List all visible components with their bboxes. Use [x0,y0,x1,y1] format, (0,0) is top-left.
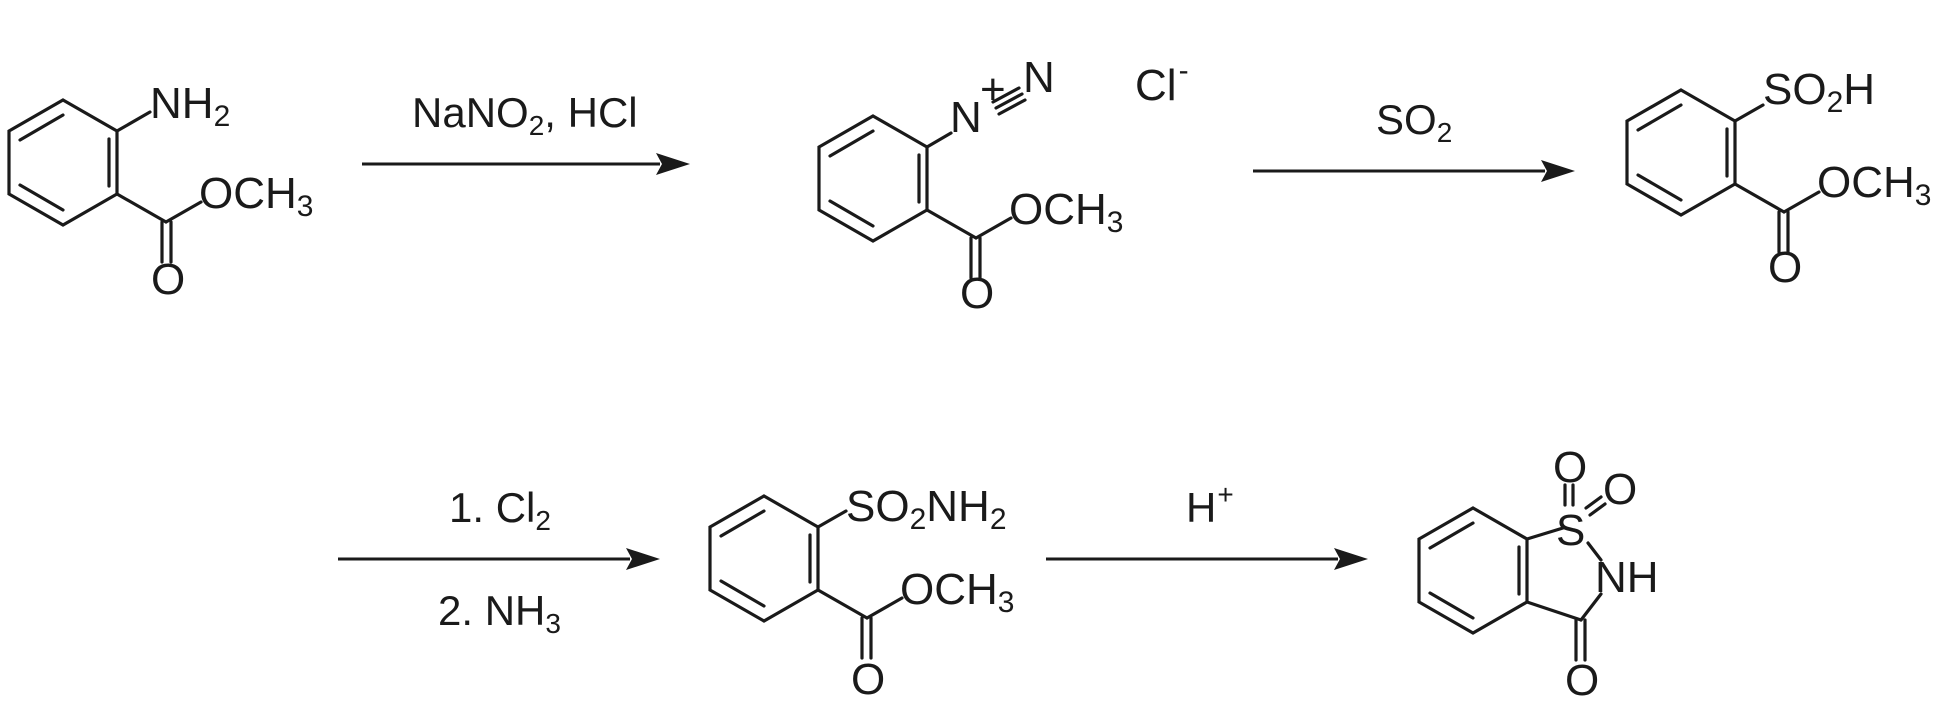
bond-nitrogen-carbon [1579,592,1603,622]
molecule-diazonium-salt: N + N Cl- OCH3 O [817,53,1189,318]
bond-amine [115,110,152,133]
reaction-arrow-1: NaNO2, HCl [362,89,690,175]
bond-triple-n [997,98,1027,116]
bond-ester-carbon [925,208,978,240]
benzene-ring [7,98,119,227]
benzene-ring [708,494,820,623]
bond-sulfonyl-o-right [1584,495,1603,510]
amine-label: NH2 [150,79,230,133]
molecule-sulfinic-acid-ester: SO2H OCH3 O [1625,65,1931,292]
reaction-arrow-4: H+ [1046,479,1368,570]
bond-ester-carbon [1733,182,1786,214]
bond-ester-oxygen [1782,190,1821,214]
bond-ester-oxygen [865,596,904,620]
bond-ester-carbon [816,588,869,620]
bond-sulfur [1733,103,1765,123]
reagent-acid: H+ [1186,479,1234,531]
reaction-arrow-3: 1. Cl2 2. NH3 [338,484,660,639]
chloride-counterion-label: Cl- [1135,54,1189,110]
diazonium-n1-label: N [950,93,982,142]
sulfinic-acid-label: SO2H [1763,65,1875,119]
bond-sulfur [816,509,848,529]
ester-label: OCH3 [199,169,313,223]
benzene-ring [817,114,929,243]
bond-ester-carbon [115,192,168,224]
carbonyl-oxygen-label: O [151,255,185,304]
carbonyl-oxygen-label: O [851,655,885,704]
bond-triple-n [991,86,1021,104]
benzene-ring [1625,88,1737,217]
saccharin-sulfonyl-oxygen-left: O [1553,443,1587,492]
bond-diazo [925,131,953,149]
sulfonamide-label: SO2NH2 [846,482,1007,536]
saccharin-sulfur-label: S [1556,506,1585,555]
ester-label: OCH3 [900,565,1014,619]
molecule-methyl-anthranilate: NH2 OCH3 O [7,79,313,304]
carbonyl-oxygen-label: O [960,269,994,318]
diazonium-n2-label: N [1023,53,1055,102]
ester-label: OCH3 [1009,185,1123,239]
carbonyl-oxygen-label: O [1768,243,1802,292]
bond-ester-oxygen [164,200,203,224]
molecule-sulfonamide-ester: SO2NH2 OCH3 O [708,482,1014,704]
bond-carbonyl-ring [1525,600,1583,622]
bond-ester-oxygen [974,216,1013,240]
benzene-ring [1417,506,1529,635]
reagent-chlorine: 1. Cl2 [449,484,551,536]
reagent-sulfur-dioxide: SO2 [1376,96,1452,148]
bond-sulfonyl-o-right [1588,502,1607,517]
ester-label: OCH3 [1817,158,1931,212]
reagent-sodium-nitrite-hcl: NaNO2, HCl [412,89,638,141]
bond-ring-sulfur [1525,526,1565,541]
reaction-arrow-2: SO2 [1253,96,1575,182]
diazonium-charge-label: + [980,65,1006,114]
bond-triple-n [994,92,1024,110]
reagent-ammonia: 2. NH3 [438,587,561,639]
bond-sulfur-nitrogen [1586,541,1603,562]
saccharin-nh-label: NH [1595,553,1659,602]
saccharin-carbonyl-oxygen: O [1565,656,1599,705]
saccharin-sulfonyl-oxygen-right: O [1603,465,1637,514]
molecule-saccharin: S O O NH O [1417,443,1659,705]
